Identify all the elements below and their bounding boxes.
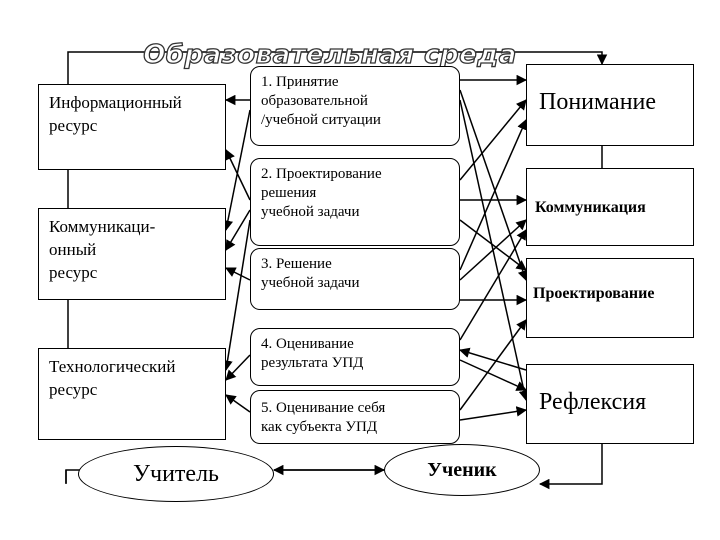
step-box-5: 5. Оценивание себя как субъекта УПД <box>250 390 460 444</box>
step-label-2: 2. Проектирование решения учебной задачи <box>261 166 382 220</box>
edge-s2-k1 <box>459 99 527 181</box>
edge-s5-k3 <box>459 319 527 411</box>
frame-top-arrow <box>67 51 608 84</box>
step-box-1: 1. Принятие образовательной /учебной сит… <box>250 66 460 146</box>
edge-s1-comm <box>222 109 251 232</box>
edge-s5-k4 <box>459 406 528 421</box>
edge-s3-comm <box>225 267 251 281</box>
step-box-2: 2. Проектирование решения учебной задачи <box>250 158 460 246</box>
skill-box-understanding: Понимание <box>526 64 694 146</box>
step-label-4: 4. Оценивание результата УПД <box>261 336 364 371</box>
step-label-3: 3. Решение учебной задачи <box>261 256 360 291</box>
edge-s3-k2 <box>459 219 527 281</box>
edge-k4-s4 <box>458 347 527 371</box>
resource-label-comm: Коммуникаци- онный ресурс <box>49 217 156 282</box>
resource-label-info: Информационный ресурс <box>49 93 182 135</box>
edge-s2-k3 <box>459 219 527 271</box>
resource-label-tech: Технологический ресурс <box>49 357 176 399</box>
edge-s2-tech <box>222 219 251 372</box>
edge-s2-comm <box>225 209 251 251</box>
skill-box-design: Проектирование <box>526 258 694 338</box>
teacher-label: Учитель <box>133 460 219 487</box>
student-ellipse: Ученик <box>384 444 540 496</box>
skill-box-reflection: Рефлексия <box>526 364 694 444</box>
step-box-3: 3. Решение учебной задачи <box>250 248 460 310</box>
skill-label-design: Проектирование <box>533 285 655 302</box>
edge-s3-k1 <box>459 119 527 271</box>
edge-s2-info <box>225 149 251 201</box>
skill-box-communication: Коммуникация <box>526 168 694 246</box>
student-label: Ученик <box>427 458 497 481</box>
edge-s4-k4 <box>459 359 527 391</box>
skill-label-reflection: Рефлексия <box>539 389 647 415</box>
skill-label-understanding: Понимание <box>539 89 657 115</box>
edge-s5-tech <box>225 394 251 413</box>
resource-box-tech: Технологический ресурс <box>38 348 226 440</box>
edge-s4-k2 <box>459 229 527 341</box>
resource-box-info: Информационный ресурс <box>38 84 226 170</box>
step-label-1: 1. Принятие образовательной /учебной сит… <box>261 74 381 128</box>
step-box-4: 4. Оценивание результата УПД <box>250 328 460 386</box>
frame-bottom-right <box>538 444 603 490</box>
teacher-ellipse: Учитель <box>78 446 274 502</box>
edge-s4-tech <box>225 354 251 381</box>
step-label-5: 5. Оценивание себя как субъекта УПД <box>261 400 386 435</box>
resource-box-comm: Коммуникаци- онный ресурс <box>38 208 226 300</box>
diagram-title: Образовательная среда <box>143 39 517 70</box>
skill-label-communication: Коммуникация <box>535 199 646 216</box>
